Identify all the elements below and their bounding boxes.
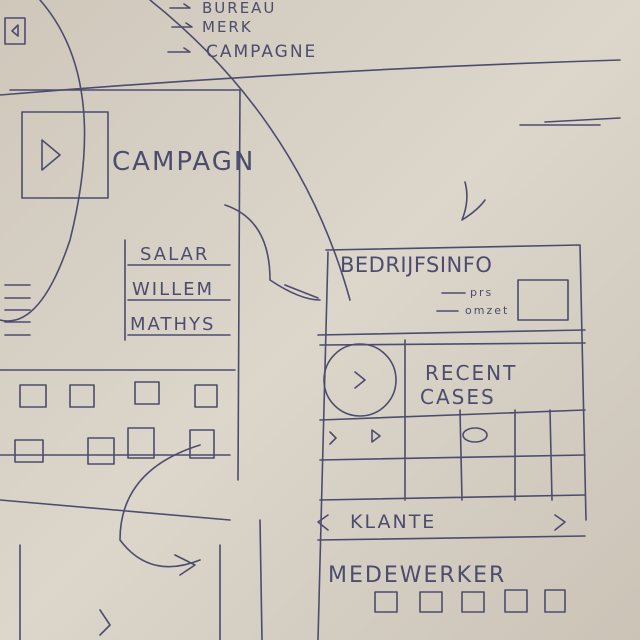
play-icon (41, 139, 61, 171)
campaign-title: CAMPAGN (112, 147, 255, 177)
field-omzet: omzet (465, 304, 509, 317)
top-menu: BUREAU MERK CAMPAGNE (0, 0, 621, 126)
clients-label: KLANTE (350, 511, 436, 533)
clients-prev-icon[interactable] (317, 514, 329, 531)
speaker-icon (4, 17, 26, 45)
employee-grid (374, 589, 566, 613)
thumbnail-grid (14, 381, 218, 465)
employees-label: MEDEWERKER (328, 563, 506, 588)
menu-item-campagne: CAMPAGNE (206, 42, 317, 62)
logo-placeholder (517, 279, 569, 321)
left-wireframe: CAMPAGN SALAR WILLEM MATHYS (0, 0, 263, 640)
right-wireframe: BEDRIJFSINFO prs omzet RECENT CASES KLAN… (317, 244, 587, 640)
video-placeholder (21, 111, 109, 199)
clients-next-icon[interactable] (554, 514, 566, 531)
name-mathys: MATHYS (130, 314, 215, 335)
menu-item-bureau: BUREAU (202, 0, 276, 17)
field-prs: prs (470, 286, 493, 299)
video-circle (323, 343, 397, 417)
name-willem: WILLEM (132, 279, 214, 300)
menu-item-merk: MERK (202, 18, 253, 36)
recent-cases-line1: RECENT (425, 361, 517, 385)
company-info-title: BEDRIJFSINFO (340, 253, 492, 277)
name-salar: SALAR (140, 244, 209, 265)
play-icon (354, 371, 366, 389)
recent-cases-line2: CASES (420, 385, 496, 409)
